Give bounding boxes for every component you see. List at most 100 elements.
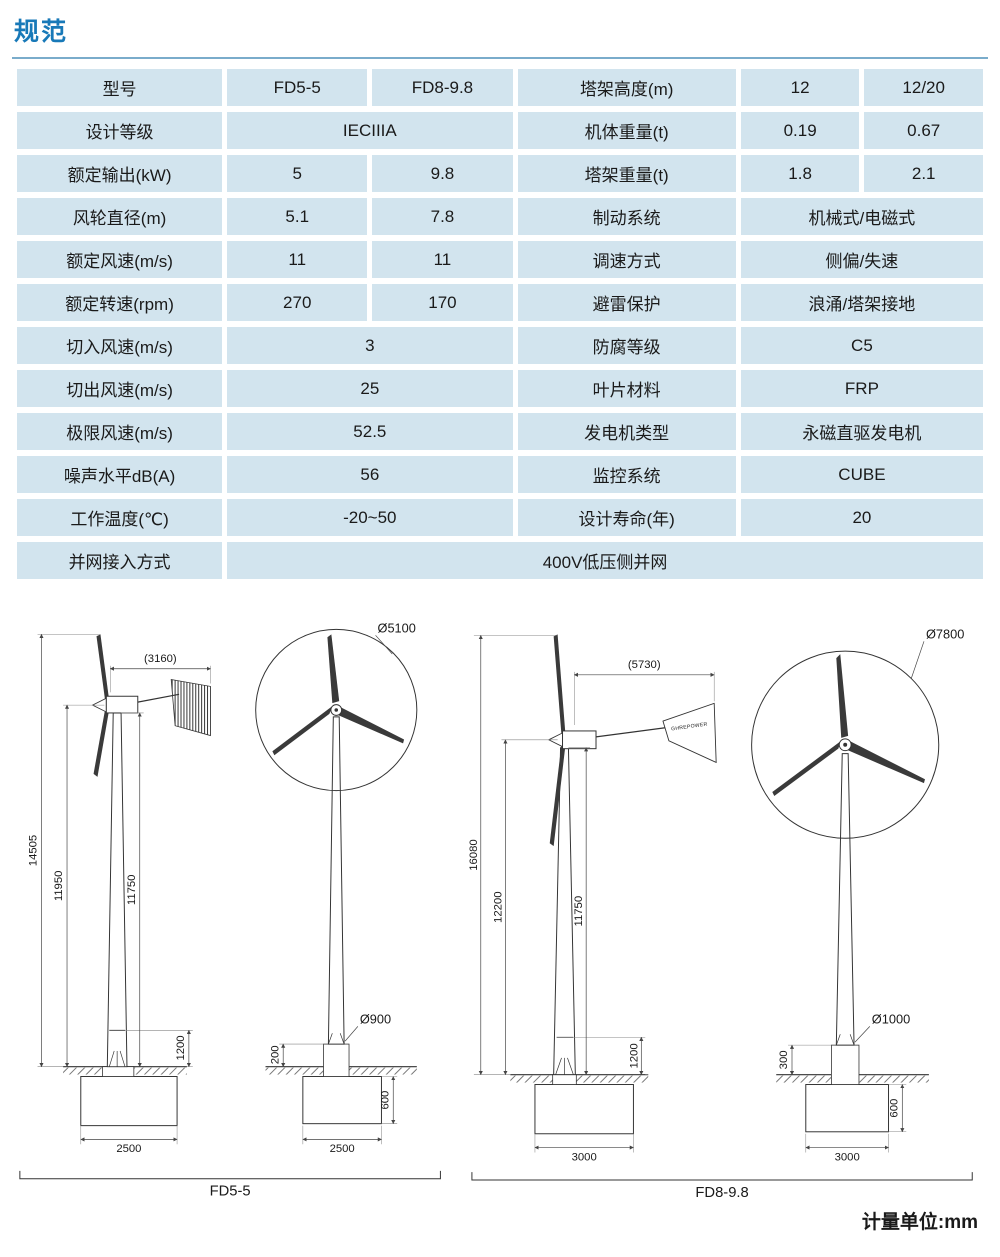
blade (844, 740, 925, 784)
nacelle (105, 695, 139, 714)
dim-foundation-width: 2500 (116, 1143, 141, 1155)
rotor-circle (255, 628, 418, 792)
spec-label: 噪声水平dB(A) (17, 456, 223, 493)
dim-rotor-diameter: Ø5100 (378, 620, 416, 635)
dim-tower-base-diameter: Ø1000 (872, 1011, 910, 1026)
spec-value: 侧偏/失速 (740, 241, 983, 278)
spec-label: 避雷保护 (517, 284, 736, 321)
table-row: 切入风速(m/s) 3 防腐等级 C5 (17, 327, 983, 364)
ground-hatch (63, 1067, 103, 1075)
spec-label: 型号 (17, 69, 223, 106)
table-row: 额定风速(m/s) 11 11 调速方式 侧偏/失速 (17, 241, 983, 278)
spec-value: 0.67 (864, 112, 983, 149)
dim-pedestal-above-ground: 300 (778, 1050, 790, 1069)
spec-value: FD5-5 (227, 69, 368, 106)
fd8-9-8-drawing: GHREPOWER (468, 626, 973, 1201)
ground-hatch (133, 1067, 187, 1075)
table-row: 并网接入方式 400V低压侧并网 (17, 542, 983, 579)
pedestal (102, 1066, 135, 1077)
spec-label: 塔架重量(t) (517, 155, 736, 192)
base-gussets (555, 1057, 574, 1075)
dim-foundation-width: 3000 (835, 1151, 860, 1163)
blade (553, 634, 566, 736)
dim-hub-height: 11950 (53, 871, 65, 902)
dim-total-height: 16080 (468, 839, 480, 870)
blade (96, 634, 110, 703)
dim-rotor-diameter: Ø7800 (926, 626, 964, 641)
spec-value: 12 (740, 69, 860, 106)
blade (93, 708, 110, 777)
spec-value: 400V低压侧并网 (227, 542, 983, 579)
spec-label: 风轮直径(m) (17, 198, 223, 235)
spec-label: 额定风速(m/s) (17, 241, 223, 278)
fd5-5-side-dimensions: (3160) 14505 11950 11750 1200 2500 (28, 633, 211, 1155)
rotor-circle (751, 650, 940, 839)
spec-value: 机械式/电磁式 (740, 198, 983, 235)
spec-label: 并网接入方式 (17, 542, 223, 579)
spec-value: -20~50 (227, 499, 513, 536)
tower (106, 712, 128, 1068)
table-row: 额定转速(rpm) 270 170 避雷保护 浪涌/塔架接地 (17, 284, 983, 321)
pedestal (831, 1044, 860, 1085)
spec-label: 极限风速(m/s) (17, 413, 223, 450)
tail-boom (595, 726, 671, 738)
dim-hub-height: 12200 (492, 892, 504, 923)
spec-value: 11 (227, 241, 368, 278)
dim-tower-base-diameter: Ø900 (360, 1011, 391, 1026)
spec-value: 25 (227, 370, 513, 407)
spec-value: 浪涌/塔架接地 (740, 284, 983, 321)
spec-value: 7.8 (372, 198, 513, 235)
spec-label: 额定输出(kW) (17, 155, 223, 192)
spec-value: 270 (227, 284, 368, 321)
fd5-5-front-view (255, 628, 418, 1125)
spec-label: 设计等级 (17, 112, 223, 149)
dim-nacelle-length: (3160) (144, 653, 177, 665)
unit-note: 计量单位:mm (861, 1211, 978, 1233)
model-bracket (471, 1172, 973, 1181)
spec-value: 0.19 (740, 112, 860, 149)
dim-foundation-width: 2500 (330, 1143, 355, 1155)
blade (335, 707, 405, 744)
spec-value: 1.8 (740, 155, 860, 192)
dim-pedestal-above-ground: 200 (269, 1045, 281, 1064)
tower (835, 753, 855, 1046)
page-title: 规范 (14, 18, 69, 46)
dim-pedestal-height: 1200 (628, 1043, 640, 1068)
model-label: FD8-9.8 (695, 1185, 748, 1201)
tail-fin (662, 702, 717, 764)
pedestal (323, 1043, 350, 1077)
dim-pedestal-height: 1200 (175, 1035, 187, 1060)
spec-label: 监控系统 (517, 456, 736, 493)
model-label: FD5-5 (210, 1183, 251, 1199)
tail-fin (170, 679, 211, 737)
leader-line (344, 1026, 359, 1042)
spec-value: 5 (227, 155, 368, 192)
fd5-5-side-view (63, 634, 211, 1127)
technical-drawings: (3160) 14505 11950 11750 1200 2500 (12, 597, 988, 1203)
spec-label: 叶片材料 (517, 370, 736, 407)
foundation (534, 1084, 634, 1135)
spec-value: 56 (227, 456, 513, 493)
spec-label: 设计寿命(年) (517, 499, 736, 536)
tower (327, 716, 345, 1045)
dim-foundation-depth: 600 (379, 1091, 391, 1110)
spec-table: 型号 FD5-5 FD8-9.8 塔架高度(m) 12 12/20 设计等级 I… (12, 63, 988, 585)
table-row: 风轮直径(m) 5.1 7.8 制动系统 机械式/电磁式 (17, 198, 983, 235)
spec-value: 3 (227, 327, 513, 364)
base-gussets (108, 1050, 126, 1067)
spec-label: 工作温度(℃) (17, 499, 223, 536)
table-row: 型号 FD5-5 FD8-9.8 塔架高度(m) 12 12/20 (17, 69, 983, 106)
spec-label: 防腐等级 (517, 327, 736, 364)
spec-value: 52.5 (227, 413, 513, 450)
spec-label: 塔架高度(m) (517, 69, 736, 106)
dim-foundation-width: 3000 (572, 1151, 597, 1163)
title-rule (12, 57, 988, 59)
table-row: 切出风速(m/s) 25 叶片材料 FRP (17, 370, 983, 407)
fd8-9-8-side-view: GHREPOWER (510, 634, 717, 1135)
ground-hatch (776, 1075, 832, 1083)
hub-center (843, 742, 848, 747)
leader-line (910, 641, 925, 679)
base-gussets (835, 1034, 855, 1046)
model-bracket (19, 1170, 441, 1180)
spec-value: 永磁直驱发电机 (740, 413, 983, 450)
